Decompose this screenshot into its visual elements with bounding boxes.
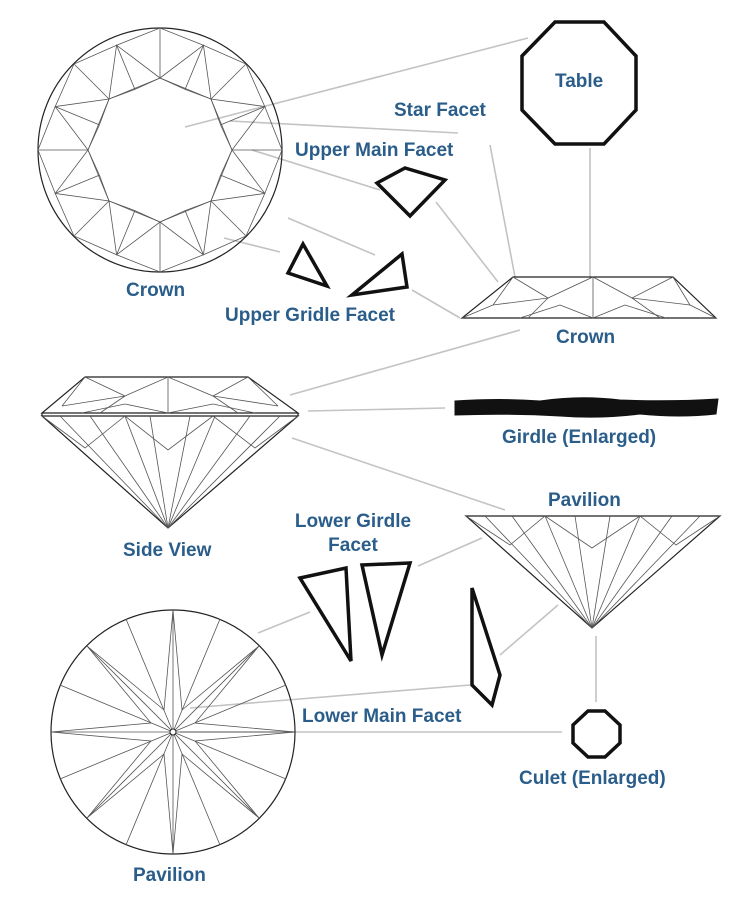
diamond-side-view <box>40 376 300 529</box>
label-lower-girdle-facet: Lower Girdle Facet <box>283 510 423 558</box>
label-upper-main-facet: Upper Main Facet <box>295 140 454 161</box>
upper-main-facet-shape <box>374 166 449 219</box>
label-lower-girdle-facet-line1: Lower Girdle <box>294 511 412 532</box>
pavilion-bottom-view <box>50 609 296 855</box>
lower-girdle-facet-shape-right <box>359 561 413 662</box>
culet-enlarged-shape <box>571 709 622 759</box>
lower-girdle-facet-shape-left <box>297 565 353 662</box>
upper-girdle-facet-shape-right <box>346 250 409 298</box>
table-shape <box>520 20 638 146</box>
culet-point <box>169 728 177 736</box>
girdle-enlarged-shape <box>454 397 719 418</box>
label-girdle-enlarged: Girdle (Enlarged) <box>502 427 657 448</box>
lower-main-facet-shape <box>470 587 502 709</box>
label-pavilion-side: Pavilion <box>548 490 621 511</box>
label-side-view: Side View <box>123 540 212 561</box>
label-pavilion-bottom: Pavilion <box>133 865 206 886</box>
crown-top-view <box>37 27 283 273</box>
label-crown-top: Crown <box>126 280 186 301</box>
upper-girdle-facet-shape-left <box>285 240 331 290</box>
label-crown-side: Crown <box>556 327 616 348</box>
crown-side-view <box>460 276 718 319</box>
label-lower-main-facet: Lower Main Facet <box>302 706 462 727</box>
label-culet-enlarged: Culet (Enlarged) <box>519 768 666 789</box>
label-table: Table <box>555 71 604 92</box>
label-star-facet: Star Facet <box>394 100 486 121</box>
pavilion-side-view <box>464 515 722 629</box>
label-upper-girdle-facet: Upper Gridle Facet <box>225 305 395 326</box>
label-lower-girdle-facet-line2: Facet <box>328 535 378 556</box>
leader-lines <box>180 37 597 733</box>
